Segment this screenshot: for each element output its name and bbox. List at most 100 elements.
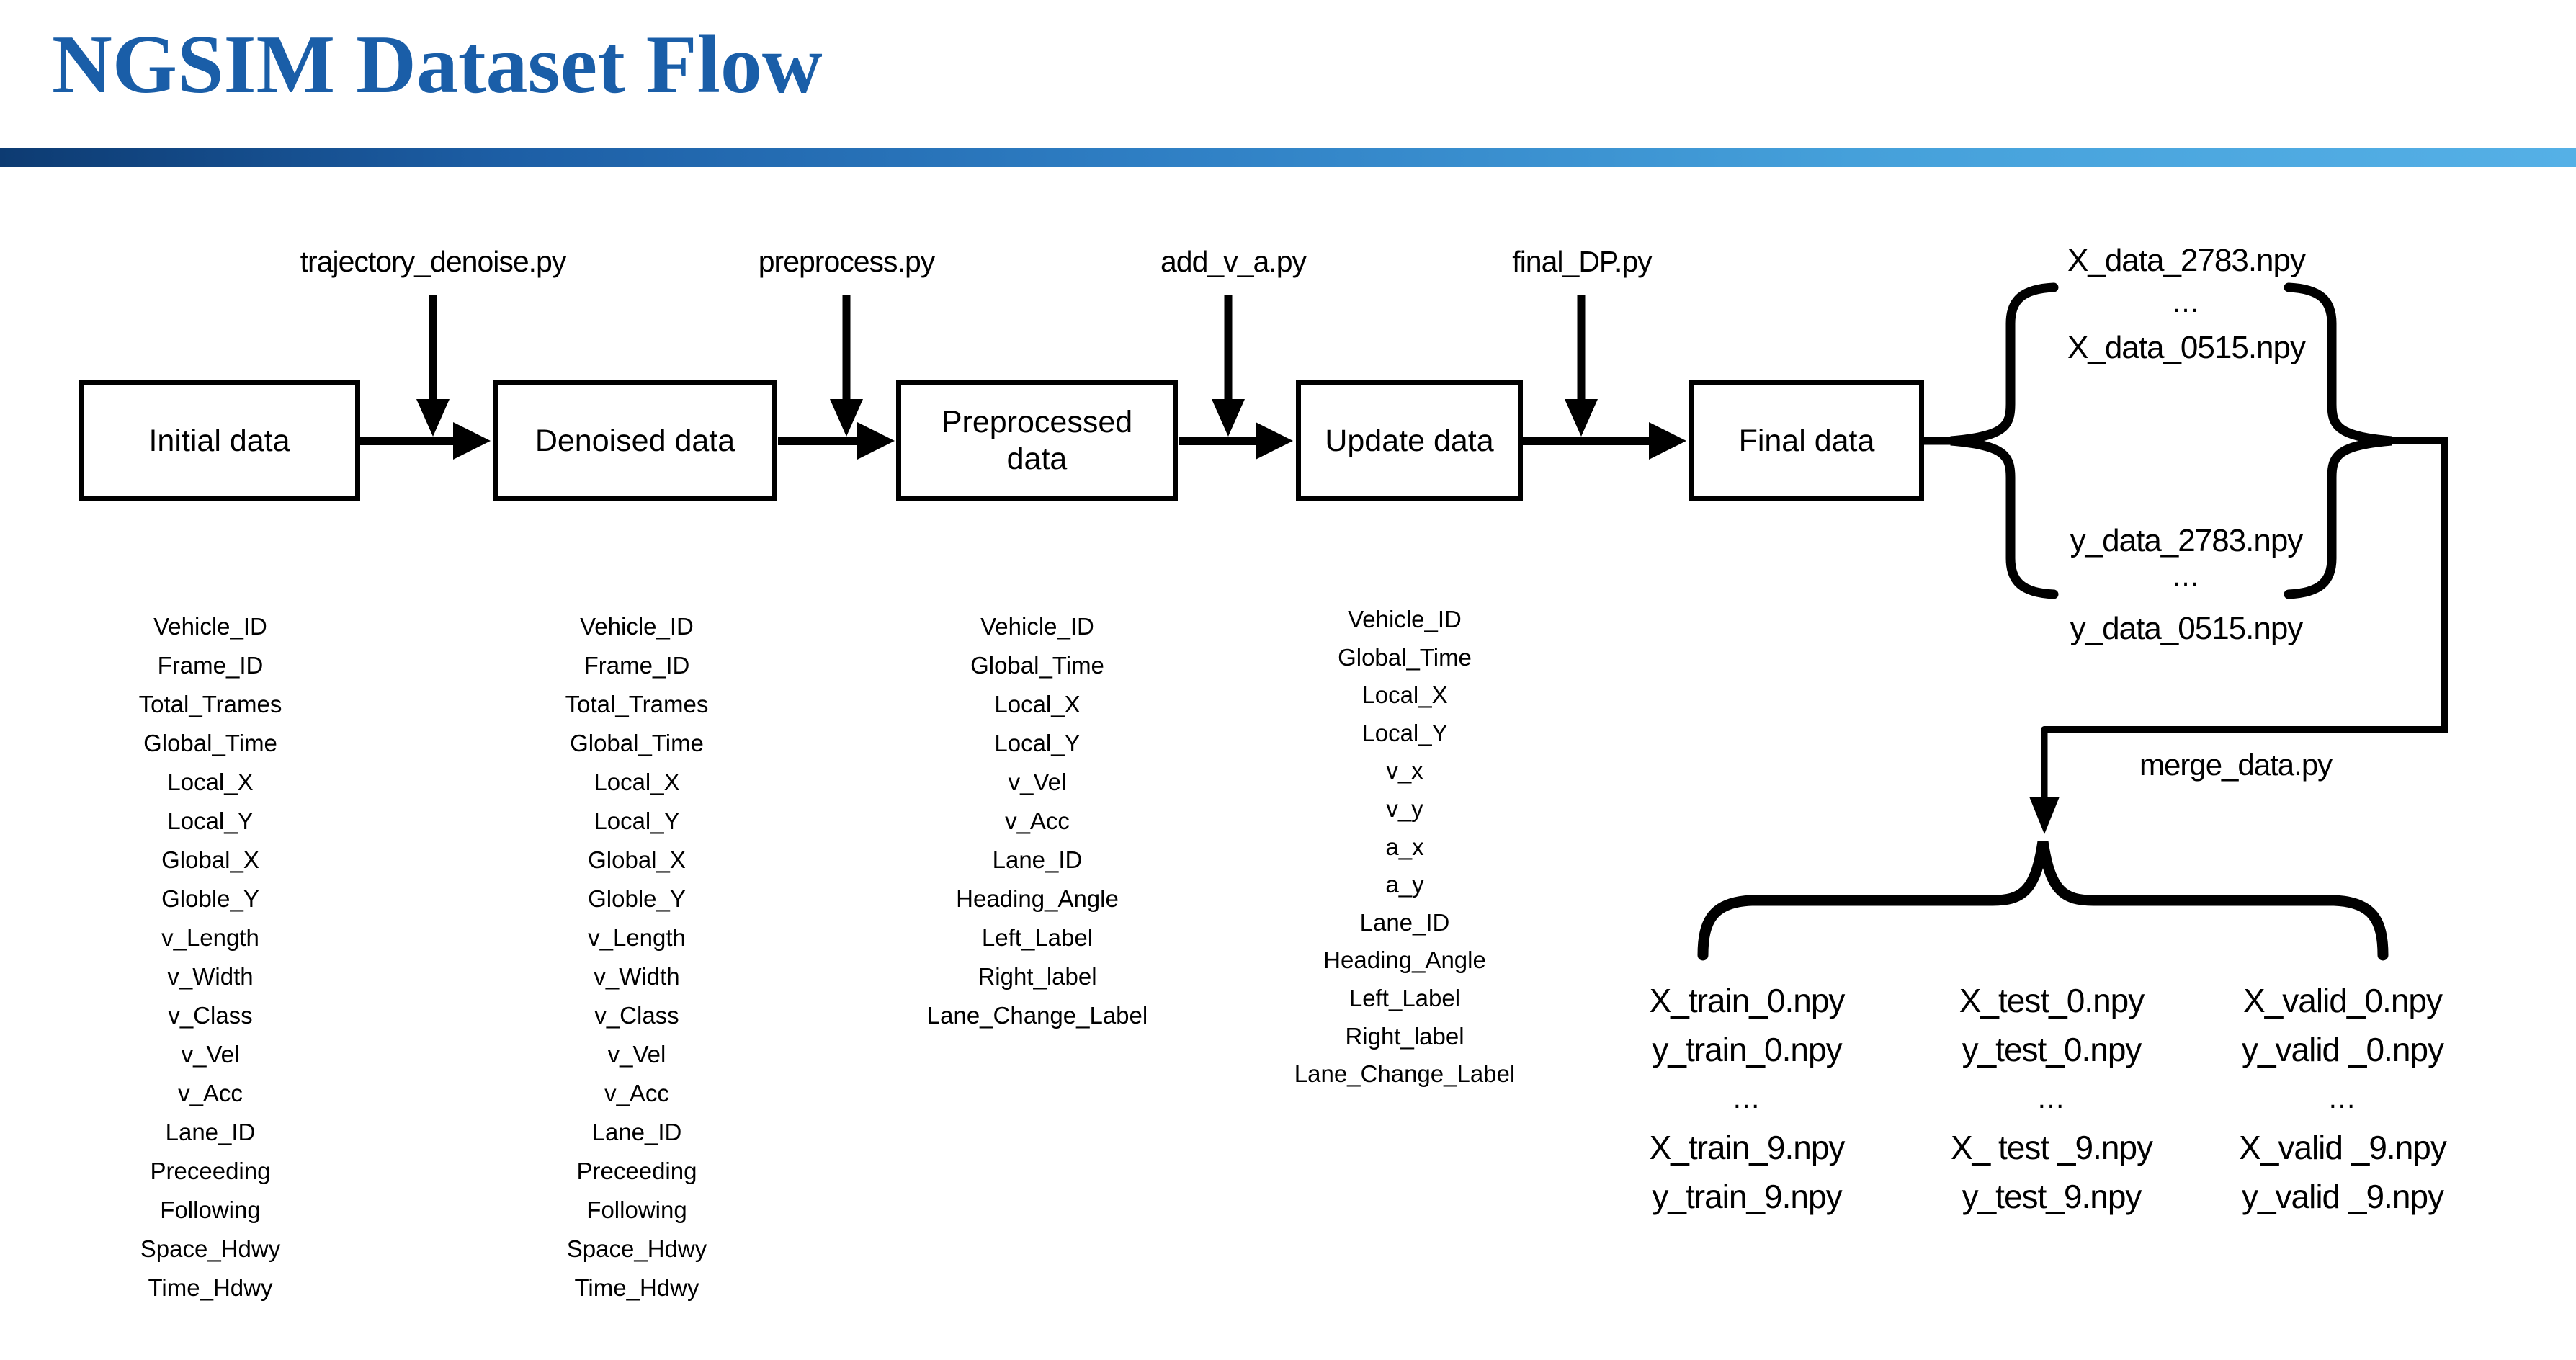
output-brace <box>1697 840 2389 961</box>
field-name: Total_Trames <box>565 691 709 717</box>
field-name: v_y <box>1386 795 1423 822</box>
field-name: v_Width <box>594 963 680 990</box>
script-arrow-final-dp <box>1565 295 1598 437</box>
field-name: Global_Time <box>570 730 704 756</box>
field-name: Preceeding <box>150 1158 271 1184</box>
file-name: y_valid _9.npy <box>2241 1178 2444 1215</box>
file-name: X_train_0.npy <box>1649 982 1846 1019</box>
field-name: v_Vel <box>181 1041 240 1068</box>
field-name: Vehicle_ID <box>1348 606 1462 632</box>
file-name: X_valid _9.npy <box>2239 1129 2447 1166</box>
file-name: X_test_0.npy <box>1959 982 2145 1019</box>
flow-arrow-denoised-preprocessed <box>778 422 895 460</box>
script-label-add-v-a: add_v_a.py <box>1160 245 1307 278</box>
script-arrow-preprocess <box>830 295 863 437</box>
field-name: Time_Hdwy <box>148 1274 273 1301</box>
field-name: v_Acc <box>1005 808 1070 834</box>
field-name: Preceeding <box>576 1158 697 1184</box>
file-name: X_valid_0.npy <box>2243 982 2443 1019</box>
field-name: Heading_Angle <box>1323 947 1486 974</box>
flow-box-label: Denoised data <box>535 423 735 458</box>
field-name: v_Acc <box>178 1080 243 1106</box>
field-name: v_Class <box>168 1002 253 1029</box>
flow-box-preprocessed: Preprocessed data <box>896 380 1178 501</box>
field-name: Global_Time <box>970 652 1104 679</box>
field-name: Vehicle_ID <box>153 613 267 640</box>
merge-script-label: merge_data.py <box>2139 748 2333 782</box>
flow-box-label: Update data <box>1325 423 1494 458</box>
field-name: Space_Hdwy <box>566 1235 707 1262</box>
field-name: Local_X <box>994 691 1081 717</box>
flow-box-update: Update data <box>1296 380 1523 501</box>
page-title: NGSIM Dataset Flow <box>52 19 823 111</box>
field-name: Local_X <box>594 769 680 795</box>
field-name: Globle_Y <box>588 885 686 912</box>
field-name: Local_X <box>1361 681 1448 709</box>
file-name: X_ test _9.npy <box>1950 1129 2153 1166</box>
field-name: Global_Time <box>143 730 277 756</box>
field-name: Space_Hdwy <box>140 1235 281 1262</box>
field-name: Global_X <box>161 846 259 873</box>
ellipsis: … <box>2327 1083 2358 1114</box>
output-list-train: X_train_0.npy y_train_0.npy … X_train_9.npy… <box>1649 976 1846 1221</box>
field-name: Following <box>160 1196 261 1223</box>
file-name: y_test_9.npy <box>1962 1178 2142 1215</box>
title-divider-bar <box>0 148 2576 167</box>
script-label-preprocess: preprocess.py <box>758 245 936 278</box>
script-label-trajectory-denoise: trajectory_denoise.py <box>300 245 567 278</box>
flow-box-denoised: Denoised data <box>493 380 777 501</box>
field-name: v_Vel <box>1008 769 1067 795</box>
field-name: Lane_Change_Label <box>1294 1060 1516 1088</box>
x-data-file-first: X_data_2783.npy <box>2067 243 2306 278</box>
file-name: y_train_9.npy <box>1652 1178 1842 1215</box>
field-name: Lane_Change_Label <box>926 1002 1148 1029</box>
xdata-left-brace <box>1950 282 2059 599</box>
field-name: Left_Label <box>981 924 1094 951</box>
field-name: Lane_ID <box>992 846 1083 873</box>
script-arrow-trajectory-denoise <box>416 295 450 437</box>
field-name: Time_Hdwy <box>574 1274 699 1301</box>
field-name: Right_label <box>1345 1022 1464 1050</box>
field-name: Total_Trames <box>138 691 282 717</box>
field-name: Global_X <box>588 846 686 873</box>
flow-arrow-preprocessed-update <box>1179 422 1293 460</box>
field-name: v_Class <box>594 1002 679 1029</box>
field-name: Vehicle_ID <box>580 613 694 640</box>
field-name: Local_Y <box>994 730 1081 756</box>
y-data-file-first: y_data_2783.npy <box>2070 523 2304 558</box>
file-name: X_train_9.npy <box>1649 1129 1846 1166</box>
flow-box-label: Preprocessed data <box>941 405 1133 476</box>
field-name: Global_Time <box>1338 643 1472 671</box>
field-name: v_Width <box>167 963 254 990</box>
field-name: Frame_ID <box>583 652 690 679</box>
field-name: Heading_Angle <box>956 885 1119 912</box>
flow-box-label: Final data <box>1738 423 1875 458</box>
merge-connector <box>2041 437 2448 733</box>
field-name: Local_Y <box>594 808 680 834</box>
field-name: Local_Y <box>1361 719 1448 746</box>
flow-arrow-update-final <box>1523 422 1686 460</box>
field-name: Vehicle_ID <box>980 613 1094 640</box>
field-name: v_x <box>1386 757 1423 784</box>
field-name: Local_X <box>167 769 254 795</box>
file-name: y_test_0.npy <box>1962 1031 2142 1068</box>
script-arrow-add-v-a <box>1212 295 1245 437</box>
ellipsis: … <box>1732 1083 1762 1114</box>
field-name: Lane_ID <box>1359 908 1450 936</box>
field-name: Frame_ID <box>157 652 264 679</box>
script-label-final-dp: final_DP.py <box>1512 245 1652 278</box>
field-name: Local_Y <box>167 808 254 834</box>
ellipsis: … <box>2171 287 2201 318</box>
file-name: y_train_0.npy <box>1652 1031 1842 1068</box>
flow-arrow-initial-denoised <box>359 422 491 460</box>
file-name: y_valid _0.npy <box>2241 1031 2444 1068</box>
ellipsis: … <box>2171 560 2201 592</box>
field-name: Left_Label <box>1349 984 1461 1011</box>
field-name: v_Length <box>588 924 686 951</box>
